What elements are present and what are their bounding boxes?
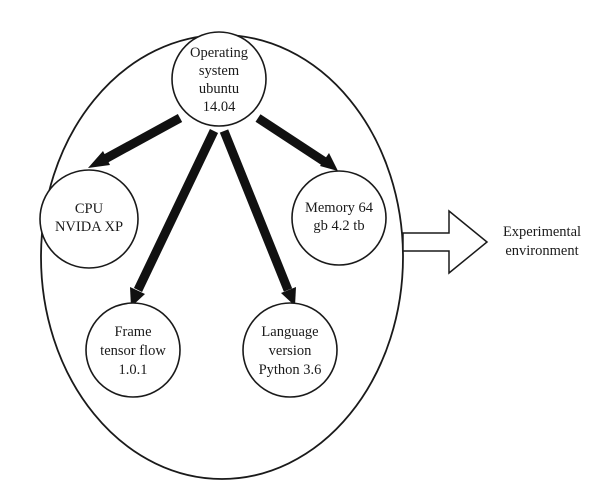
language-node: Language version Python 3.6 [242,302,338,398]
language-node-line-2: version [269,343,312,359]
language-node-line-3: Python 3.6 [259,362,322,378]
language-node-circle [242,302,338,398]
memory-node-line-1: Memory 64 [305,200,374,216]
os-node: Operating system ubuntu 14.04 [171,31,267,127]
os-to-language-arrow [219,129,296,306]
os-node-line-3: ubuntu [199,81,239,97]
memory-node-line-2: gb 4.2 tb [313,218,364,234]
output-label-line-1: Experimental [503,224,581,240]
frame-node-line-3: 1.0.1 [119,362,148,378]
os-node-line-1: Operating [190,45,248,61]
frame-node: Frame tensor flow 1.0.1 [85,302,181,398]
language-node-line-1: Language [261,324,318,340]
output-label: Experimental environment [503,224,581,259]
os-to-memory-arrow [255,114,338,171]
frame-node-line-1: Frame [114,324,151,340]
os-node-line-4: 14.04 [203,99,236,115]
os-to-cpu-arrow [88,114,183,168]
memory-node-circle [291,170,387,266]
cpu-node-circle [39,169,139,269]
memory-node: Memory 64 gb 4.2 tb [291,170,387,266]
hollow-right-arrow [402,209,489,275]
cpu-node-line-1: CPU [75,201,104,217]
frame-node-circle [85,302,181,398]
os-to-frame-arrow [130,129,219,307]
cpu-node-line-2: NVIDA XP [55,219,123,235]
frame-node-line-2: tensor flow [100,343,166,359]
os-node-line-2: system [199,63,240,79]
output-label-line-2: environment [505,243,578,259]
cpu-node: CPU NVIDA XP [39,169,139,269]
os-node-circle [171,31,267,127]
